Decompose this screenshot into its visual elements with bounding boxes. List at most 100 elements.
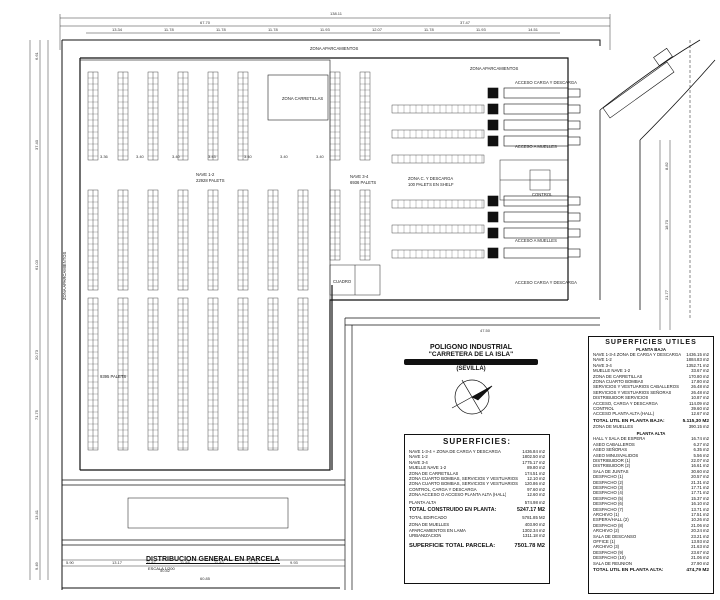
label-aparcamientos-top: ZONA APARCAMIENTOS — [310, 46, 358, 51]
pallet-rack — [147, 297, 159, 451]
pallet-rack-horizontal — [391, 199, 485, 209]
dim-top-row: 11.78 — [424, 27, 434, 32]
dim-bottom: 13.17 — [112, 560, 123, 565]
utiles-title: SUPERFICIES UTILES — [605, 339, 697, 346]
truck-at-dock — [487, 211, 581, 223]
dim-aisle: 3.40 — [244, 154, 253, 159]
pallet-rack — [237, 297, 249, 451]
utiles-alta-row: ARCHIVO (2)20.24 m2 — [593, 528, 709, 534]
truck-at-dock — [487, 227, 581, 239]
pallet-rack-horizontal — [391, 104, 485, 114]
loading-zone-racks — [391, 104, 485, 259]
project-line-2: "CARRETERA DE LA ISLA" — [428, 351, 514, 358]
label-zona-carga-palets: 100 PALETS EN SHELF — [408, 182, 454, 187]
dim-top-row: 11.93 — [476, 27, 486, 32]
office-block — [329, 159, 569, 296]
utiles-planta-alta: PLANTA ALTA — [636, 431, 666, 437]
pallet-rack — [147, 71, 159, 161]
label-zona-carga: ZONA C. Y DESCARGA — [408, 176, 453, 181]
dim-top-row: 11.78 — [216, 27, 226, 32]
parcel-outline — [61, 39, 601, 590]
superficies-total-parcela: SUPERFICIE TOTAL PARCELA: 7501.78 M2 — [409, 542, 545, 549]
label-zona-carretillas: ZONA CARRETILLAS — [282, 96, 323, 101]
label-aparcamientos-left: ZONA APARCAMIENTOS — [62, 252, 67, 300]
dim-top-row: 11.78 — [268, 27, 278, 32]
pallet-rack — [237, 71, 249, 161]
dim-inner-width: 67.70 — [200, 20, 211, 25]
pallet-rack — [329, 71, 341, 161]
pallet-rack — [267, 189, 279, 291]
dim-bottom: 60.85 — [200, 576, 211, 581]
dim-aisle: 3.36 — [100, 154, 109, 159]
dim-top-row: 13.34 — [112, 27, 123, 32]
utiles-alta-row: DESPACHO (8)21.06 m2 — [593, 522, 709, 528]
project-line-3: (SEVILLA) — [456, 366, 486, 372]
superficies-title: SUPERFICIES: — [442, 437, 511, 446]
utiles-alta-row: ARCHIVO (1)17.51 m2 — [593, 511, 709, 517]
dim-bottom: 11.87 — [146, 560, 156, 565]
pallet-rack-horizontal — [391, 249, 485, 259]
dim-aisle: 3.40 — [136, 154, 145, 159]
dim-bottom: 9.93 — [290, 560, 299, 565]
utiles-alta-row: DESPACHO (5)15.37 m2 — [593, 495, 709, 501]
pallet-rack-horizontal — [391, 154, 485, 164]
top-dimension-lines — [59, 14, 611, 50]
superficies-total-construido: TOTAL CONSTRUIDO EN PLANTA: 5247.17 M2 — [409, 507, 545, 514]
storage-racks — [87, 71, 371, 451]
dim-top-row: 11.78 — [164, 27, 174, 32]
pallet-rack — [177, 297, 189, 451]
dim-right: 18.70 — [664, 219, 669, 230]
superficies-utiles-panel: SUPERFICIES UTILES PLANTA BAJA NAVE 1-3-… — [588, 336, 714, 594]
superficies-total-edificado: TOTAL EDIFICADO 5781.85 M2 — [409, 515, 545, 521]
dim-total-width: 138.11 — [330, 11, 343, 16]
dim-right: 8.82 — [664, 161, 669, 170]
dim-left: 20.73 — [34, 349, 39, 360]
pallet-rack — [207, 297, 219, 451]
superficies-row: ZONA CUARTO BOMBAS, SERVICIOS Y VESTUARI… — [409, 476, 545, 482]
dim-left: 6.61 — [34, 51, 39, 60]
dim-bottom: 11.82 — [214, 560, 224, 565]
dim-bottom: 12.29 — [248, 560, 259, 565]
project-line-1: POLIGONO INDUSTRIAL — [429, 344, 513, 351]
dim-top-row: 11.93 — [320, 27, 330, 32]
dim-bottom: 11.88 — [180, 560, 190, 565]
dim-left: 13.41 — [34, 509, 39, 520]
superficies-panel: SUPERFICIES: NAVE 1-3-4 + ZONA DE CARGA … — [404, 434, 550, 584]
label-palets-lower: 9395 PALETS — [100, 374, 126, 379]
pallet-rack — [87, 189, 99, 291]
north-arrow-icon — [451, 379, 493, 415]
bottom-dimension-lines — [62, 559, 345, 567]
dim-bottom: 5.90 — [66, 560, 75, 565]
label-acceso-carga-2: ACCESO CARGA Y DESCARGA — [515, 280, 577, 285]
dim-left: 9.49 — [34, 561, 39, 570]
pallet-rack — [237, 189, 249, 291]
pallet-rack — [359, 71, 371, 161]
access-road — [599, 39, 716, 320]
dim-aisle: 3.43 — [208, 154, 217, 159]
utiles-alta-row: ESPERA/HALL (2)10.26 m2 — [593, 517, 709, 523]
dim-mid-1: 47.50 — [480, 328, 491, 333]
truck-at-dock — [487, 119, 581, 131]
utiles-alta-row: DESPACHO (1)20.57 m2 — [593, 474, 709, 480]
